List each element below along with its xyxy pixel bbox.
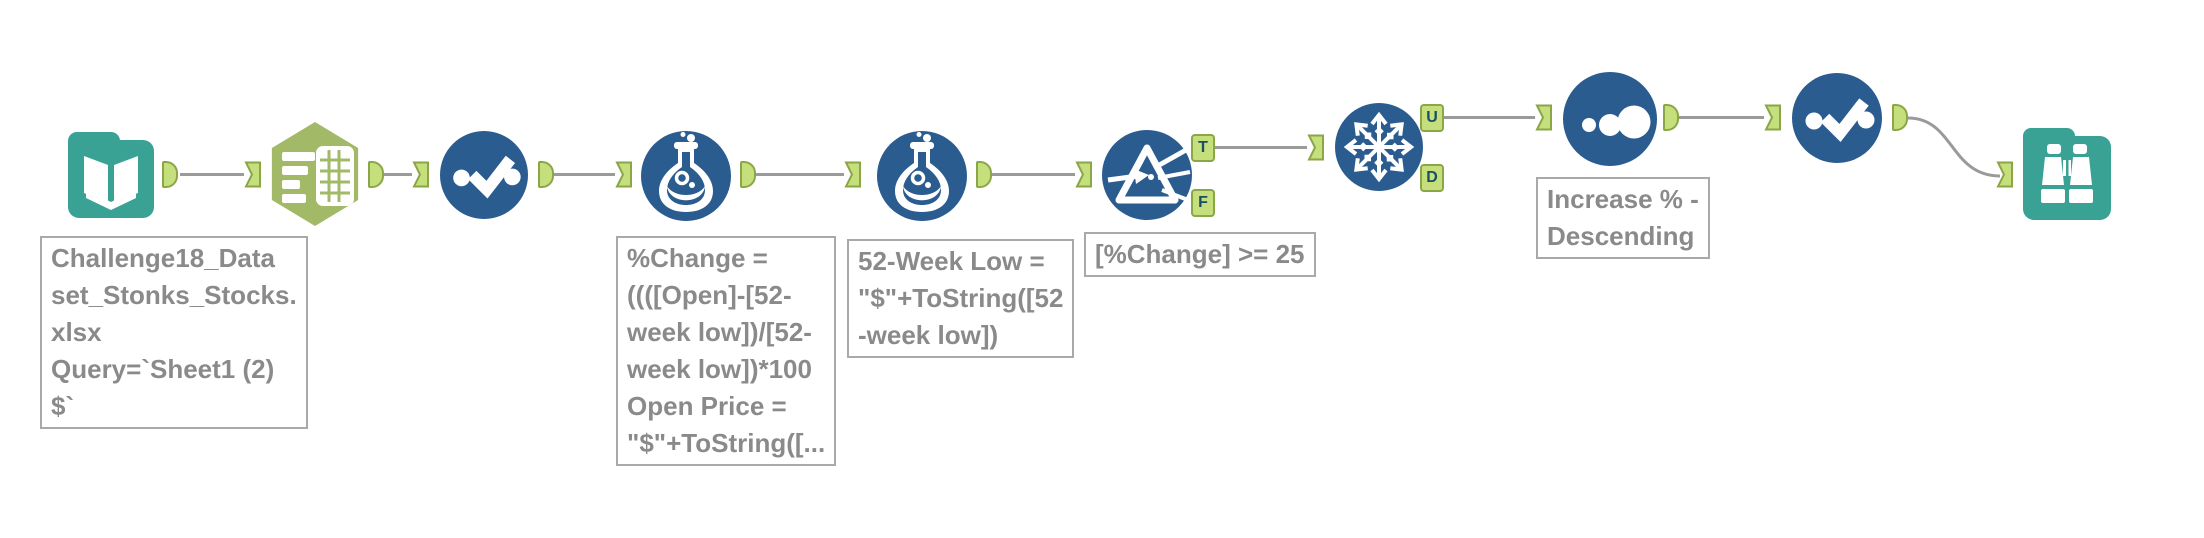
connection-wire[interactable] [1444,116,1535,119]
tool-select-2[interactable] [1792,73,1882,163]
connection-wire[interactable] [1679,116,1764,119]
binoculars-icon [2023,128,2111,220]
text-columns-icon [282,146,354,206]
output-anchor[interactable] [740,161,756,188]
annotation-filter[interactable]: [%Change] >= 25 [1084,232,1316,277]
tool-input-data[interactable] [66,128,156,220]
input-anchor[interactable] [844,161,862,188]
unique-output-anchor[interactable]: U [1420,104,1444,132]
annotation-sort[interactable]: Increase % - Descending [1536,177,1710,259]
true-anchor-label: T [1198,139,1208,156]
input-anchor[interactable] [1075,161,1093,188]
flask-icon [659,132,713,212]
tool-browse[interactable] [2021,126,2113,222]
annotation-input-data[interactable]: Challenge18_Data set_Stonks_Stocks. xlsx… [40,236,308,429]
tool-formula-1[interactable] [641,131,731,221]
connection-wire[interactable] [180,173,244,176]
output-anchor[interactable] [538,161,554,188]
true-output-anchor[interactable]: T [1191,134,1215,162]
tool-select-1[interactable] [440,131,528,219]
input-anchor[interactable] [244,161,262,188]
tool-unique[interactable] [1335,103,1423,191]
dots-icon [1582,105,1651,139]
prism-icon [1107,144,1191,204]
annotation-formula-1[interactable]: %Change = ((([Open]-[52- week low])/[52-… [616,236,837,466]
connection-wire[interactable] [554,173,615,176]
input-anchor[interactable] [412,161,430,188]
duplicate-anchor-label: D [1426,169,1438,186]
tool-filter[interactable] [1102,130,1192,220]
unique-anchor-label: U [1426,109,1438,126]
flask-icon [895,132,949,212]
connection-wire[interactable] [384,173,412,176]
book-icon [68,132,154,218]
output-anchor[interactable] [162,161,178,188]
snowflake-icon [1343,111,1415,183]
output-anchor[interactable] [976,161,992,188]
connection-wire[interactable] [756,173,844,176]
duplicate-output-anchor[interactable]: D [1420,164,1444,192]
output-anchor[interactable] [368,161,384,188]
output-anchor[interactable] [1663,104,1679,131]
output-anchor[interactable] [1892,104,1908,131]
connection-wire[interactable] [1906,114,2002,180]
false-anchor-label: F [1198,194,1208,211]
input-anchor[interactable] [1996,161,2014,188]
tool-formula-2[interactable] [877,131,967,221]
check-dots-icon [1805,98,1875,143]
false-output-anchor[interactable]: F [1191,189,1215,217]
connection-wire[interactable] [992,173,1075,176]
annotation-formula-2[interactable]: 52-Week Low = "$"+ToString([52 -week low… [847,239,1075,358]
tool-text-to-columns[interactable] [271,122,359,226]
input-anchor[interactable] [1307,134,1325,161]
input-anchor[interactable] [1764,104,1782,131]
check-dots-icon [453,155,521,199]
input-anchor[interactable] [615,161,633,188]
tool-sort[interactable] [1563,72,1657,166]
input-anchor[interactable] [1535,104,1553,131]
connection-wire[interactable] [1215,146,1307,149]
